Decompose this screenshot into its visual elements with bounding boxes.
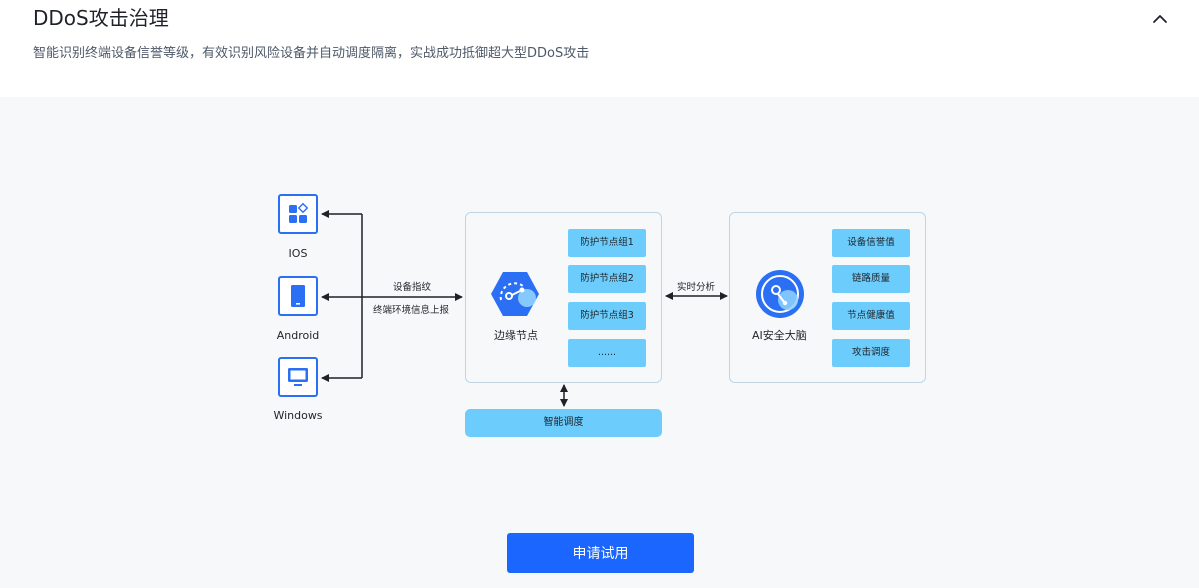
section-title: DDoS攻击治理: [33, 6, 169, 30]
ai-brain-icon: [754, 268, 806, 320]
metric-link-quality: 链路质量: [832, 265, 910, 293]
device-label-ios: IOS: [288, 247, 308, 260]
link-label-env-report: 终端环境信息上报: [373, 305, 450, 316]
device-label-android: Android: [276, 329, 320, 342]
protect-group-3: 防护节点组3: [568, 302, 646, 330]
metric-device-reputation: 设备信誉值: [832, 229, 910, 257]
section-subtitle: 智能识别终端设备信誉等级，有效识别风险设备并自动调度隔离，实战成功抵御超大型DD…: [33, 46, 590, 61]
phone-icon: [278, 276, 318, 316]
protect-group-2: 防护节点组2: [568, 265, 646, 293]
link-label-realtime: 实时分析: [677, 282, 716, 293]
smart-schedule-bar: 智能调度: [465, 409, 662, 437]
edge-node-label: 边缘节点: [494, 329, 538, 342]
apply-trial-button[interactable]: 申请试用: [507, 533, 694, 573]
section-header: DDoS攻击治理 智能识别终端设备信誉等级，有效识别风险设备并自动调度隔离，实战…: [0, 0, 1199, 97]
ai-brain-label: AI安全大脑: [752, 329, 807, 342]
link-label-fingerprint: 设备指纹: [393, 282, 432, 293]
metric-node-health: 节点健康值: [832, 302, 910, 330]
apps-icon: [278, 194, 318, 234]
edge-node-icon: [489, 270, 541, 320]
monitor-icon: [278, 357, 318, 397]
chevron-up-icon[interactable]: [1148, 7, 1172, 31]
device-label-windows: Windows: [273, 409, 323, 422]
protect-group-1: 防护节点组1: [568, 229, 646, 257]
protect-group-more: ......: [568, 339, 646, 367]
metric-attack-schedule: 攻击调度: [832, 339, 910, 367]
